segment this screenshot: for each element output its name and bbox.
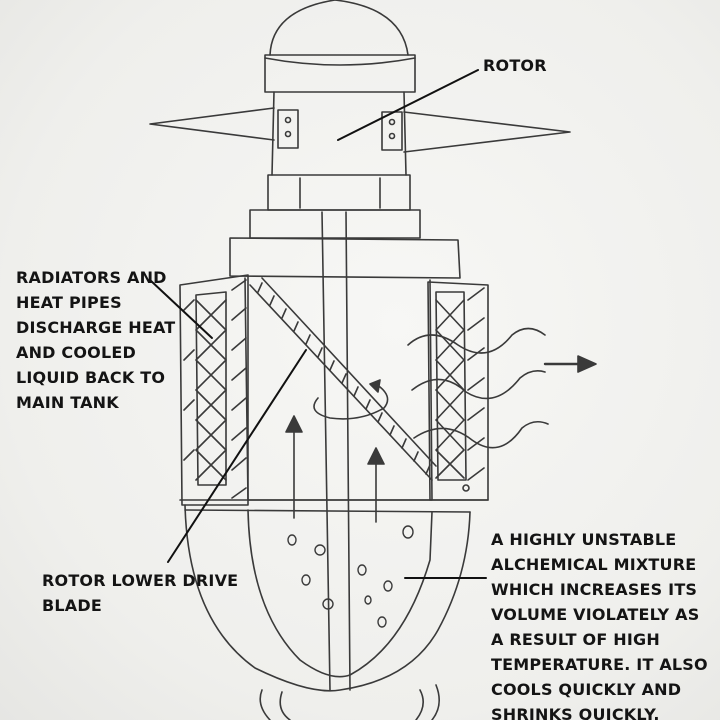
dome-band [264, 54, 416, 93]
radiator-right [427, 281, 489, 501]
rotation-arrow [313, 383, 389, 420]
dome-band-curve [264, 57, 416, 66]
housing-top [229, 237, 461, 279]
heat-waves [407, 327, 549, 449]
leader-drive-blade [167, 349, 307, 563]
lower-tank [184, 504, 471, 692]
dome-cap [269, 0, 409, 56]
radiator-left [179, 274, 249, 506]
rotor-blade-left [149, 107, 275, 141]
label-rotor-lower-drive-blade: ROTOR LOWER DRIVE BLADE [42, 571, 239, 615]
label-mixture: A HIGHLY UNSTABLE ALCHEMICAL MIXTURE WHI… [491, 530, 708, 720]
leader-rotor [337, 69, 479, 141]
chamber-floor [179, 499, 489, 513]
label-rotor: ROTOR [483, 56, 547, 75]
rotor-window-right [381, 111, 403, 151]
central-shaft [321, 211, 351, 691]
rotor-window-left [277, 109, 299, 149]
rotor-collar [267, 174, 411, 211]
upper-block [249, 209, 421, 239]
diagonal-drive-blade [249, 277, 437, 481]
lower-tank-inner [247, 509, 433, 678]
main-chamber [244, 277, 433, 501]
rotor-body [271, 91, 407, 176]
rotor-blade-right [403, 111, 571, 153]
leader-radiators [149, 279, 213, 339]
label-radiators: RADIATORS AND HEAT PIPES DISCHARGE HEAT … [16, 268, 176, 412]
exhaust-flames [259, 684, 440, 720]
bubbles [287, 525, 414, 628]
